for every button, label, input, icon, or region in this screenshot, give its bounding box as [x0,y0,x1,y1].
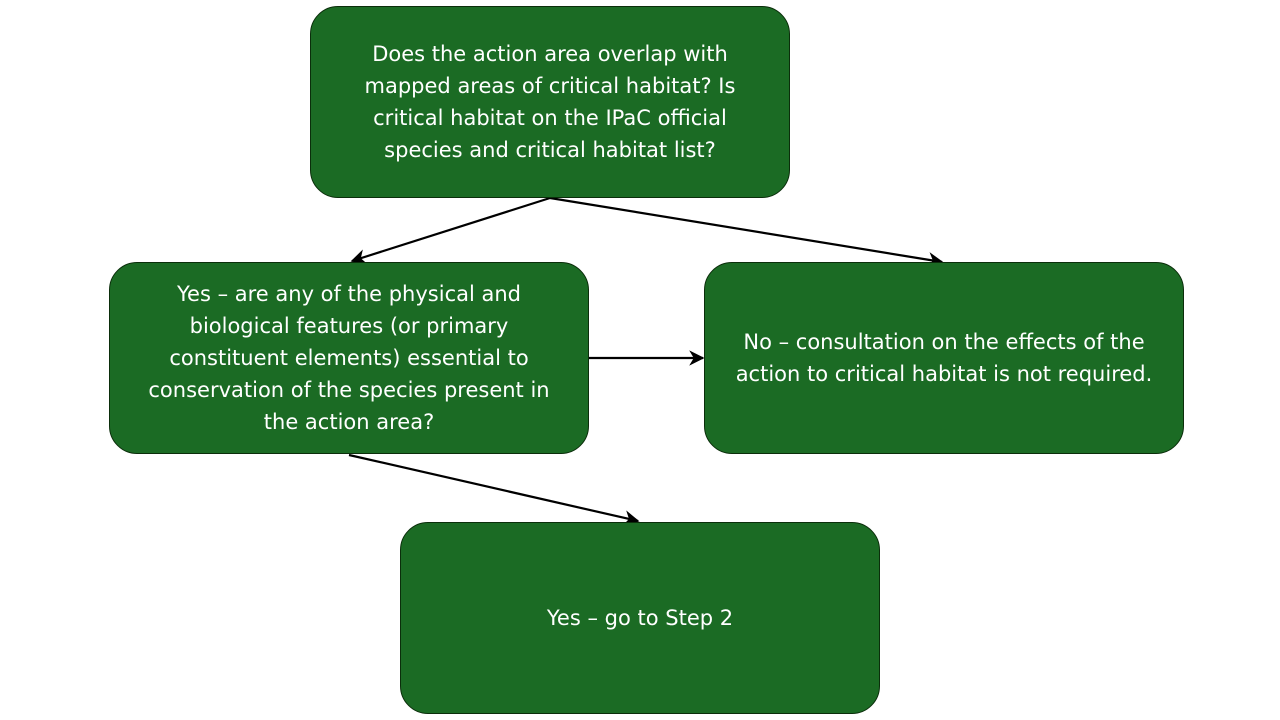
arrow-question-to-yes-features [350,196,551,265]
yes-features-text: Yes – are any of the physical and biolog… [148,282,550,434]
no-consultation-box: No – consultation on the effects of the … [704,262,1184,454]
arrow-yes-features-to-step2 [348,453,640,526]
go-to-step2-box: Yes – go to Step 2 [400,522,880,714]
question-box: Does the action area overlap with mapped… [310,6,790,198]
go-to-step2-text: Yes – go to Step 2 [546,606,734,630]
no-consultation-text: No – consultation on the effects of the … [735,330,1153,386]
yes-features-box: Yes – are any of the physical and biolog… [109,262,589,454]
question-text: Does the action area overlap with mapped… [364,42,736,162]
arrow-question-to-no [549,196,944,268]
